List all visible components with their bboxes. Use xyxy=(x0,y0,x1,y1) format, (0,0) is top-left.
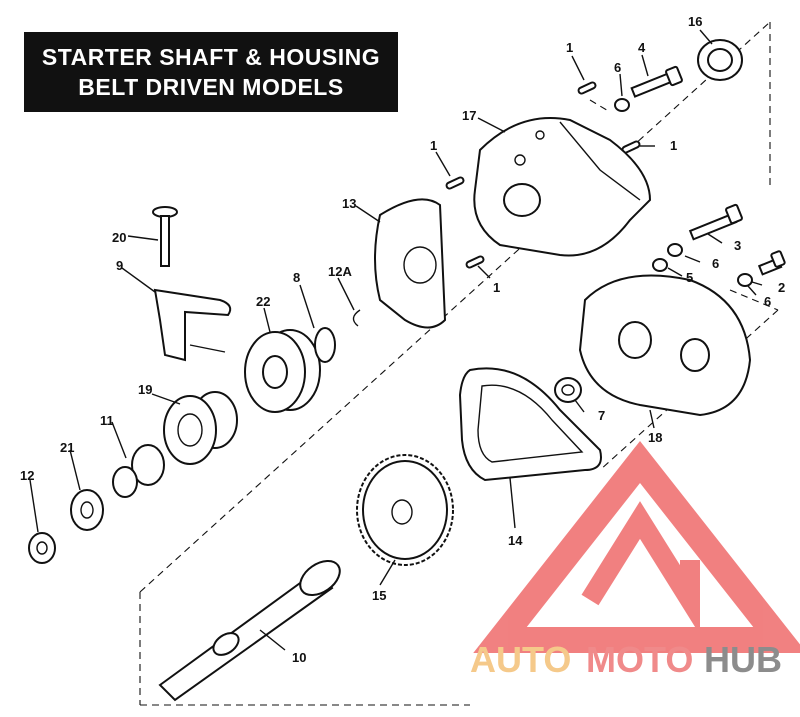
part-13-gasket xyxy=(374,198,447,329)
part-6-washer-top xyxy=(614,98,630,112)
part-1-pin-lower xyxy=(465,255,485,269)
part-6-washer-low xyxy=(737,273,753,287)
callout-14: 14 xyxy=(508,533,523,548)
part-21-washer xyxy=(70,489,104,531)
part-8-snap-ring xyxy=(314,327,336,363)
callout-labels: 1 1 1 1 2 3 4 5 6 6 6 7 8 9 10 11 12 12A… xyxy=(20,14,785,665)
part-14-gasket xyxy=(458,367,602,482)
callout-18: 18 xyxy=(648,430,662,445)
callout-15: 15 xyxy=(372,588,386,603)
watermark-word-hub: HUB xyxy=(704,639,782,680)
callout-8: 8 xyxy=(293,270,300,285)
callout-3: 3 xyxy=(734,238,741,253)
title-line-2: BELT DRIVEN MODELS xyxy=(78,74,344,100)
part-15-gear xyxy=(356,454,454,566)
part-7-seal xyxy=(554,377,582,403)
part-1-pin-left xyxy=(445,176,465,190)
part-19-gear xyxy=(163,391,238,465)
callout-12: 12 xyxy=(20,468,34,483)
callout-1-left: 1 xyxy=(430,138,437,153)
part-1-pin-top xyxy=(577,81,597,95)
part-10-shaft xyxy=(158,559,341,702)
callout-6-top: 6 xyxy=(614,60,621,75)
guide-lines xyxy=(139,21,779,706)
diagram-title-box: STARTER SHAFT & HOUSING BELT DRIVEN MODE… xyxy=(24,32,398,112)
callout-6-mid: 6 xyxy=(712,256,719,271)
part-4-bolt xyxy=(630,65,683,98)
callout-10: 10 xyxy=(292,650,306,665)
part-6-washer-mid xyxy=(667,243,683,257)
callout-21: 21 xyxy=(60,440,74,455)
part-2-bolt xyxy=(757,250,786,276)
watermark-word-auto: AUTO xyxy=(470,639,571,680)
part-5-washer xyxy=(652,258,668,272)
callout-1-right: 1 xyxy=(670,138,677,153)
part-12A-clip xyxy=(352,309,361,327)
part-18-housing xyxy=(578,274,752,417)
callout-5: 5 xyxy=(686,270,693,285)
callout-16: 16 xyxy=(688,14,702,29)
part-20-screw xyxy=(152,206,178,267)
callout-17: 17 xyxy=(462,108,476,123)
callout-2: 2 xyxy=(778,280,785,295)
title-line-1: STARTER SHAFT & HOUSING xyxy=(41,44,381,70)
leader-lines xyxy=(29,29,763,651)
part-3-bolt xyxy=(688,203,743,241)
callout-6-low: 6 xyxy=(764,294,771,309)
part-11-bushing xyxy=(112,444,165,498)
callout-22: 22 xyxy=(256,294,270,309)
callout-20: 20 xyxy=(112,230,126,245)
callout-13: 13 xyxy=(342,196,356,211)
callout-4: 4 xyxy=(638,40,646,55)
watermark-logo xyxy=(473,440,800,653)
callout-7: 7 xyxy=(598,408,605,423)
callout-1-lower: 1 xyxy=(493,280,500,295)
callout-9: 9 xyxy=(116,258,123,273)
part-22-ring xyxy=(244,329,321,413)
callout-11: 11 xyxy=(100,413,114,428)
part-17-housing xyxy=(473,117,652,257)
part-16-seal xyxy=(697,39,743,81)
callout-1-top: 1 xyxy=(566,40,573,55)
callout-12A: 12A xyxy=(328,264,352,279)
callout-19: 19 xyxy=(138,382,152,397)
part-12-nut xyxy=(28,532,56,564)
part-9-lever xyxy=(153,288,232,362)
watermark-text: AUTO MOTO HUB xyxy=(470,639,782,680)
watermark-word-moto: MOTO xyxy=(586,639,693,680)
